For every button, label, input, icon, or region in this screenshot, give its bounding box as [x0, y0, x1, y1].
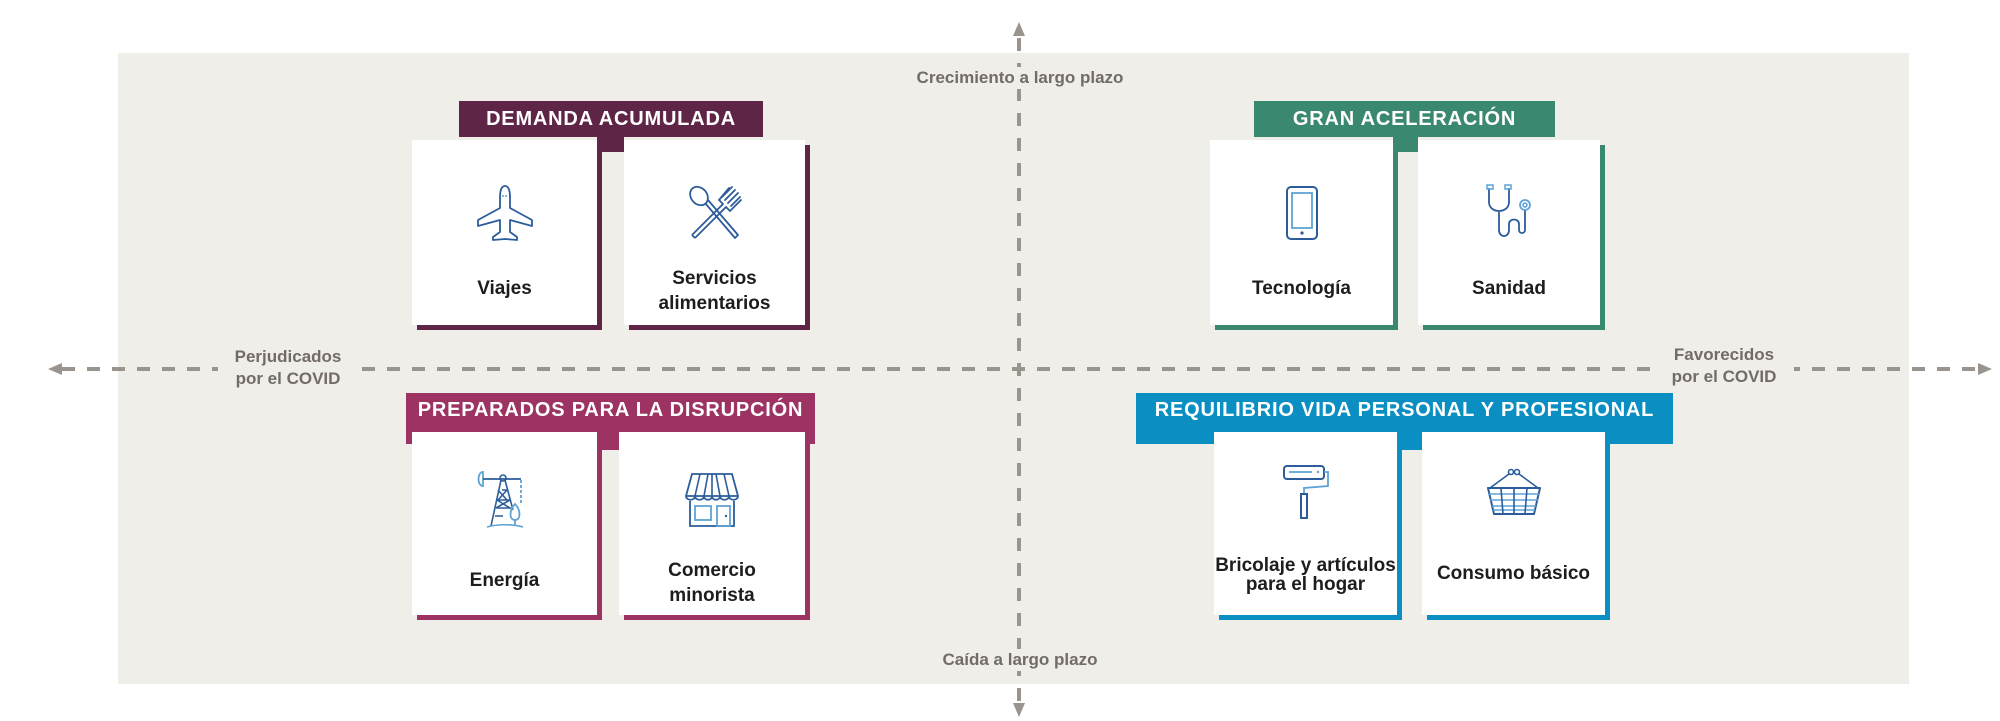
axis-label-left-line2: por el COVID — [235, 369, 341, 388]
sector-label-line: minorista — [669, 585, 755, 606]
sector-card-consumo-basico[interactable]: Consumo básico — [1422, 432, 1605, 615]
axis-label-top-text: Crecimiento a largo plazo — [916, 68, 1124, 87]
axis-label-left: Perjudicados por el COVID — [218, 346, 358, 390]
axis-label-right: Favorecidos por el COVID — [1654, 344, 1794, 388]
sector-card-sanidad[interactable]: Sanidad — [1418, 140, 1600, 325]
sector-label: Energía — [412, 568, 597, 593]
smartphone-icon — [1285, 186, 1318, 240]
quadrant-title: REQUILIBRIO VIDA PERSONAL Y PROFESIONAL — [1154, 399, 1655, 421]
sector-label-line: Servicios — [672, 268, 757, 289]
oil-pump-icon — [477, 471, 523, 528]
sector-label: Servicios alimentarios — [624, 266, 805, 316]
quadrant-header: DEMANDA ACUMULADA — [459, 101, 763, 137]
shopping-basket-icon — [1486, 468, 1541, 515]
header-tab — [597, 136, 624, 152]
sector-label-line: Consumo básico — [1436, 563, 1591, 584]
sector-label: Sanidad — [1418, 276, 1600, 301]
axis-label-left-line1: Perjudicados — [234, 347, 342, 366]
sector-label-line: Viajes — [477, 278, 532, 299]
sector-label-line: Tecnología — [1252, 278, 1351, 299]
sector-card-viajes[interactable]: Viajes — [412, 140, 597, 325]
airplane-icon — [476, 185, 533, 241]
sector-label: Bricolaje y artículos para el hogar — [1214, 553, 1397, 597]
sector-label: Tecnología — [1210, 276, 1393, 301]
quadrant-header: GRAN ACELERACIÓN — [1254, 101, 1555, 137]
sector-label: Viajes — [412, 276, 597, 301]
fork-spoon-icon — [688, 185, 742, 239]
sector-label-line: Comercio — [668, 560, 756, 581]
sector-card-comercio-minorista[interactable]: Comercio minorista — [619, 432, 805, 615]
axis-arrow-up-icon — [1013, 22, 1025, 36]
axis-arrow-down-icon — [1013, 703, 1025, 717]
axis-arrow-left-icon — [48, 363, 62, 375]
axis-label-bottom: Caída a largo plazo — [930, 649, 1110, 671]
header-tab — [1397, 440, 1422, 450]
sector-label-line: para el hogar — [1245, 574, 1366, 595]
quadrant-title: PREPARADOS PARA LA DISRUPCIÓN — [417, 399, 804, 421]
sector-card-tecnologia[interactable]: Tecnología — [1210, 140, 1393, 325]
sector-label: Comercio minorista — [619, 558, 805, 608]
sector-label-line: Energía — [469, 570, 540, 591]
sector-card-servicios-alimentarios[interactable]: Servicios alimentarios — [624, 140, 805, 325]
storefront-icon — [685, 473, 739, 527]
paint-roller-icon — [1282, 465, 1329, 519]
header-tab — [597, 440, 619, 450]
axis-label-bottom-text: Caída a largo plazo — [942, 650, 1098, 669]
sector-label-line: alimentarios — [658, 293, 771, 314]
axis-label-right-line1: Favorecidos — [1673, 345, 1775, 364]
axis-label-right-line2: por el COVID — [1671, 367, 1777, 386]
horizontal-axis — [48, 363, 1992, 375]
sector-label: Consumo básico — [1422, 561, 1605, 586]
axis-label-top: Crecimiento a largo plazo — [900, 67, 1140, 89]
quadrant-title: GRAN ACELERACIÓN — [1292, 108, 1517, 130]
sector-label-line: Bricolaje y artículos — [1215, 555, 1396, 576]
stethoscope-icon — [1486, 184, 1531, 237]
vertical-axis — [1013, 22, 1025, 717]
axis-arrow-right-icon — [1978, 363, 1992, 375]
quadrant-title: DEMANDA ACUMULADA — [486, 108, 736, 130]
sector-label-line: Sanidad — [1472, 278, 1546, 299]
header-tab — [1393, 136, 1418, 152]
sector-card-energia[interactable]: Energía — [412, 432, 597, 615]
sector-card-bricolaje[interactable]: Bricolaje y artículos para el hogar — [1214, 432, 1397, 615]
